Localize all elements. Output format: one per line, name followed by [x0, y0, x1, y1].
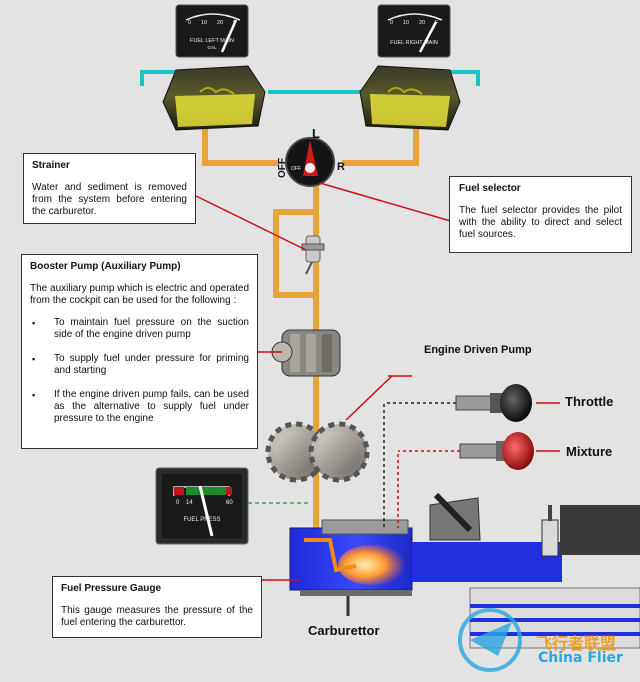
- engine-driven-pump-gears: [265, 421, 370, 483]
- fuel-pressure-gauge-body: This gauge measures the pressure of the …: [61, 605, 253, 628]
- fuel-selector-valve: L R OFF OFF: [277, 126, 345, 187]
- fuel-pressure-gauge-callout: Fuel Pressure Gauge This gauge measures …: [52, 576, 262, 638]
- mixture-control: [459, 432, 534, 470]
- throttle-control: [455, 384, 532, 422]
- vent-lines: [140, 70, 480, 94]
- strainer: [301, 235, 325, 275]
- fuel-right-gauge: 0 10 20 F FUEL RIGHT MAIN: [377, 4, 451, 58]
- strainer-callout: Strainer Water and sediment is removed f…: [23, 153, 196, 224]
- fuel-left-scale-0: 0: [188, 20, 191, 26]
- fuel-press-scale-60: 60: [226, 500, 233, 506]
- mixture-label: Mixture: [566, 444, 613, 459]
- booster-pump-body: The auxiliary pump which is electric and…: [30, 283, 249, 306]
- throttle-label: Throttle: [565, 394, 614, 409]
- fuel-left-needle: [220, 19, 238, 53]
- left-fuel-tank: [162, 65, 266, 131]
- watermark-en: China Flier: [538, 650, 623, 666]
- selector-left-label: L: [312, 126, 320, 141]
- right-fuel-tank: [359, 65, 461, 131]
- fuel-right-label: FUEL RIGHT MAIN: [390, 40, 438, 46]
- fuel-press-label: FUEL PRESS: [183, 517, 220, 523]
- selector-off-small: OFF: [291, 166, 301, 172]
- china-flier-logo: [458, 608, 522, 672]
- fuel-press-scale-0: 0: [176, 500, 180, 506]
- fuel-left-gauge: 0 10 20 F FUEL LEFT MAIN GAL: [175, 4, 249, 58]
- booster-pump-item: To maintain fuel pressure on the suction…: [30, 317, 249, 341]
- booster-pump-list: To maintain fuel pressure on the suction…: [30, 317, 249, 425]
- fuel-left-scale-20: 20: [217, 20, 223, 26]
- engine-driven-pump-label: Engine Driven Pump: [424, 344, 532, 356]
- fuel-press-needle: [198, 485, 214, 537]
- booster-pump-item: If the engine driven pump fails, can be …: [30, 389, 249, 425]
- fuel-right-needle: [418, 21, 438, 53]
- fuel-right-scale-20: 20: [419, 20, 425, 26]
- fuel-right-scale-10: 10: [403, 20, 409, 26]
- fuel-press-scale-14: 14: [186, 500, 193, 506]
- carburettor: [289, 404, 413, 616]
- watermark-cn: 飞行者联盟: [536, 634, 617, 653]
- fuel-selector-callout: Fuel selector The fuel selector provides…: [449, 176, 632, 253]
- fuel-right-scale-0: 0: [390, 20, 393, 26]
- booster-pump-item: To supply fuel under pressure for primin…: [30, 353, 249, 377]
- selector-off-label: OFF: [277, 158, 288, 178]
- fuel-selector-title: Fuel selector: [459, 183, 521, 194]
- fuel-left-label: FUEL LEFT MAIN: [190, 38, 234, 44]
- booster-pump: [271, 329, 341, 377]
- fuel-pressure-gauge-title: Fuel Pressure Gauge: [61, 583, 162, 594]
- fuel-left-unit: GAL: [207, 45, 217, 50]
- strainer-title: Strainer: [32, 160, 70, 171]
- selector-right-label: R: [337, 161, 345, 173]
- fuel-selector-body: The fuel selector provides the pilot wit…: [459, 205, 622, 240]
- fuel-right-scale-f: F: [435, 20, 439, 26]
- strainer-body: Water and sediment is removed from the s…: [32, 182, 187, 217]
- leader-lines: [195, 182, 560, 581]
- carburettor-label: Carburettor: [308, 623, 380, 638]
- fuel-pressure-gauge: 0 14 60 FUEL PRESS: [155, 467, 249, 545]
- engine-intake-and-cylinder: [412, 492, 640, 649]
- fuel-left-scale-10: 10: [201, 20, 207, 26]
- booster-pump-callout: Booster Pump (Auxiliary Pump) The auxili…: [21, 254, 258, 449]
- booster-pump-title: Booster Pump (Auxiliary Pump): [30, 261, 181, 272]
